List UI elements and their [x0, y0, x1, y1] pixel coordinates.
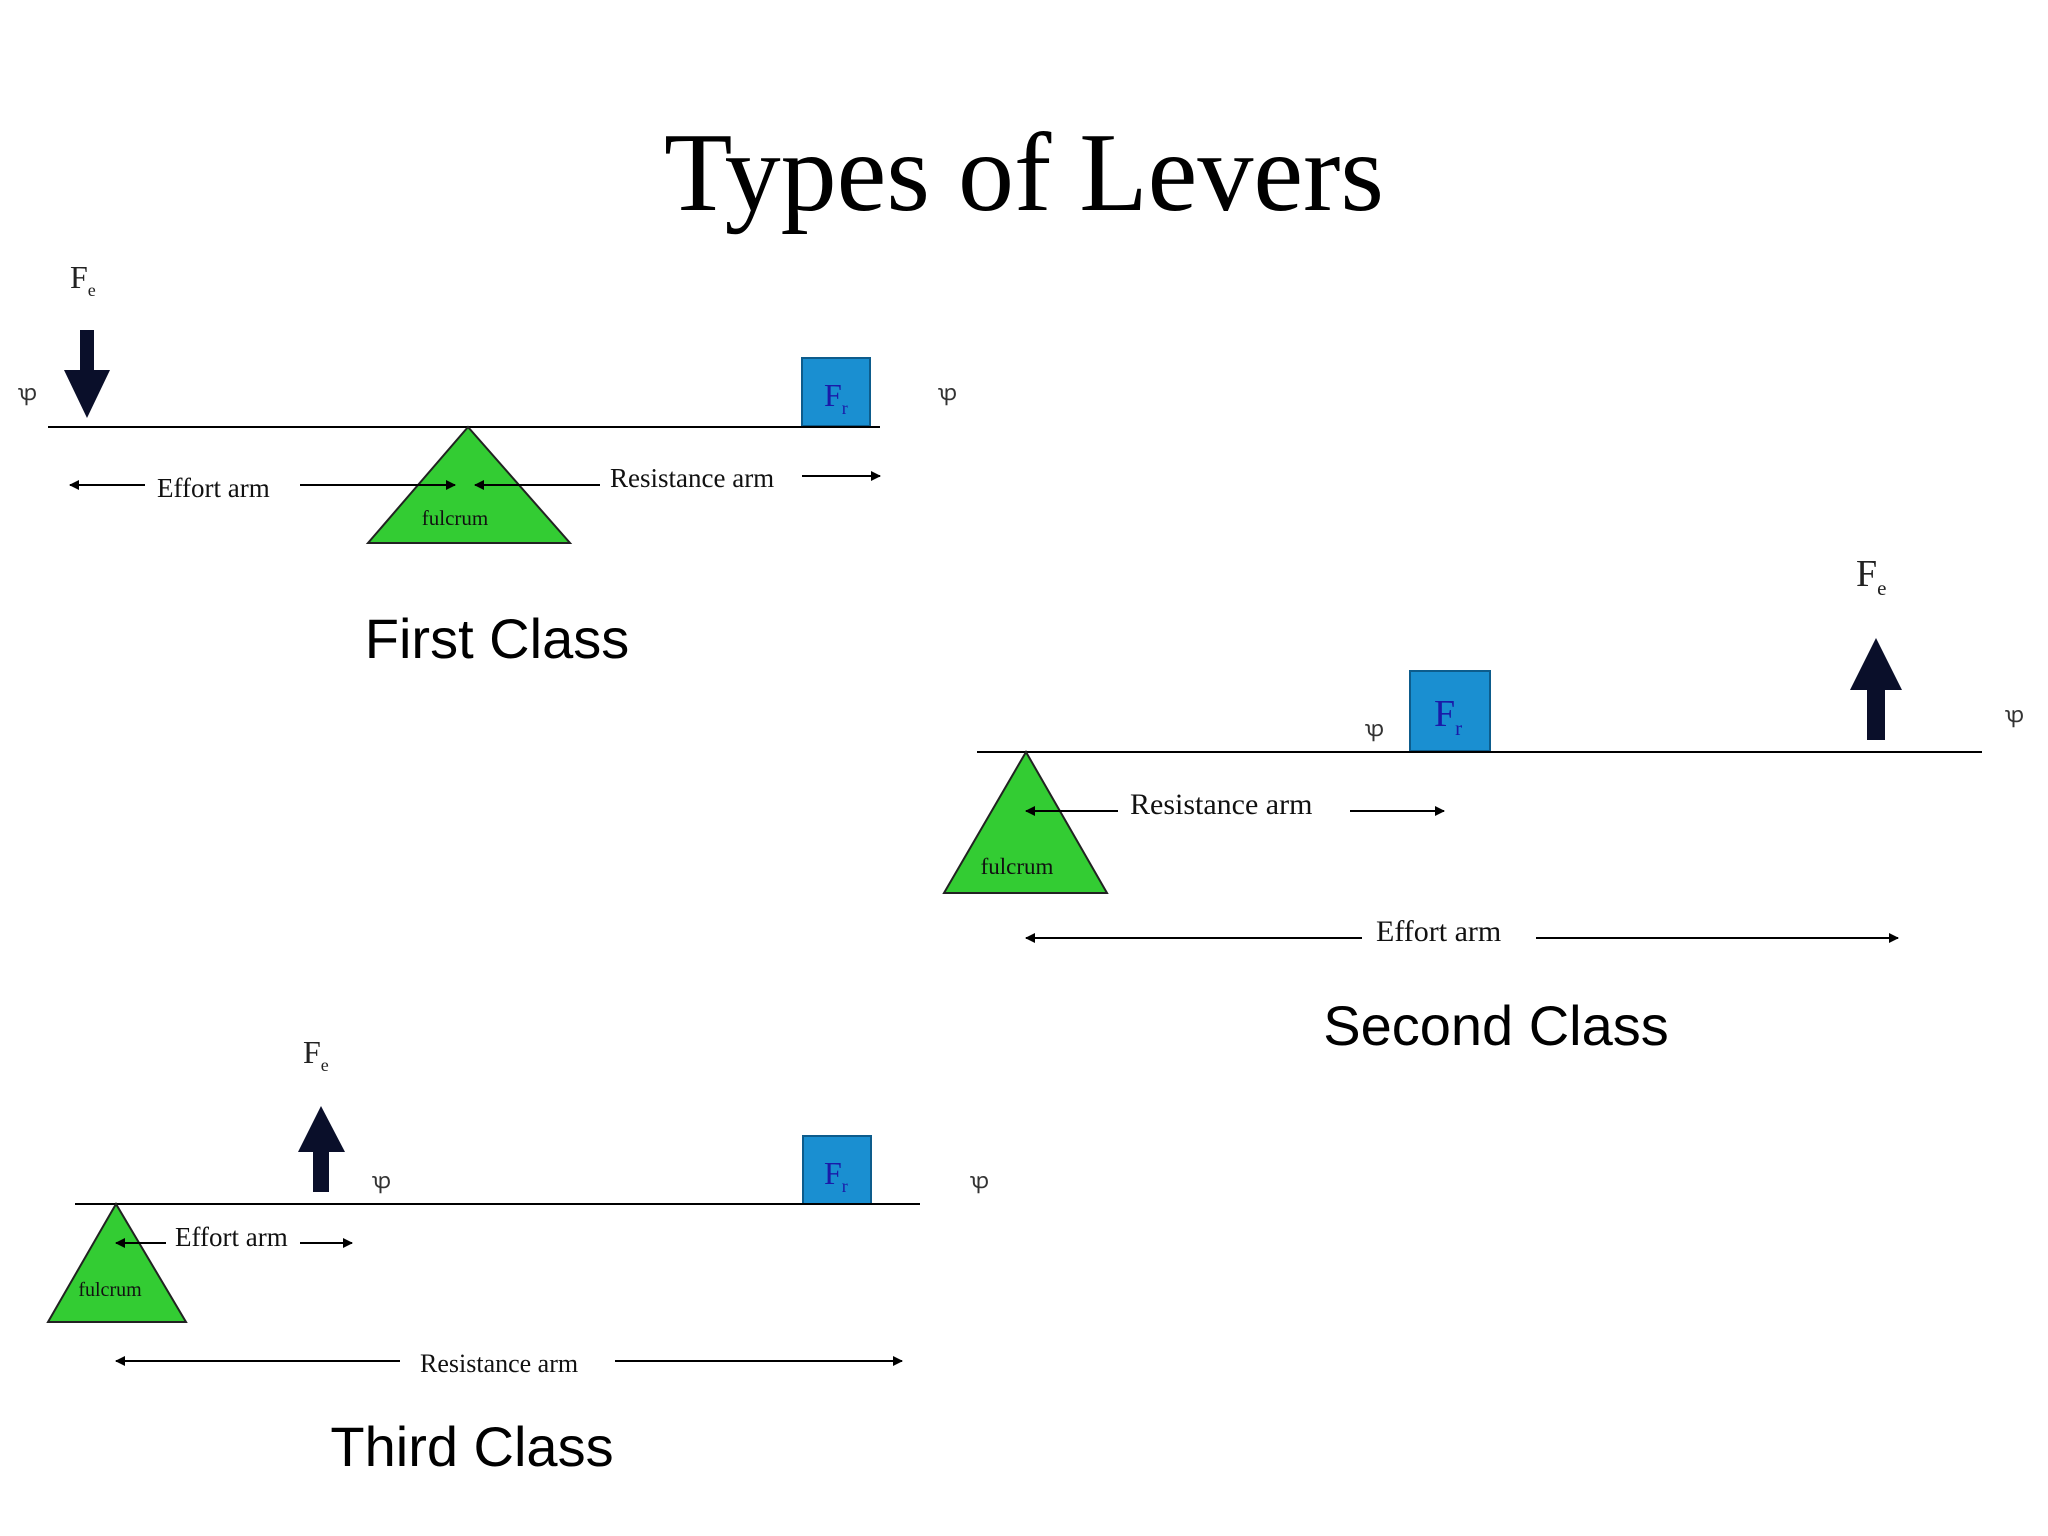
svg-text:Fr: Fr: [824, 377, 848, 418]
resistance-arm-label: Resistance arm: [1130, 788, 1312, 821]
load-box: Fr: [1409, 670, 1491, 752]
small-glyph: ꝕ: [2005, 702, 2024, 728]
svg-text:fulcrum: fulcrum: [981, 854, 1054, 879]
small-glyph: ꝕ: [18, 380, 37, 406]
small-glyph: ꝕ: [1365, 716, 1384, 742]
effort-arm-label: Effort arm: [157, 473, 270, 503]
effort-arrow-up: [1850, 638, 1902, 740]
third-class-lever: Fe ꝕ ꝕ Fr fulcrum Effort arm Resistance …: [46, 1034, 989, 1478]
first-class-lever: Fe ꝕ Fr ꝕ fulcrum Effort arm Resistance …: [18, 259, 957, 670]
effort-arm-label: Effort arm: [1376, 915, 1501, 948]
load-box: Fr: [802, 1135, 872, 1205]
effort-arm-label: Effort arm: [175, 1222, 288, 1252]
small-glyph: ꝕ: [938, 380, 957, 406]
svg-text:Fr: Fr: [824, 1155, 848, 1196]
effort-arrow-up: [298, 1106, 345, 1192]
effort-force-label: Fe: [303, 1034, 329, 1075]
slide-title: Types of Levers: [664, 111, 1384, 235]
fulcrum: fulcrum: [46, 1202, 188, 1323]
resistance-arm-label: Resistance arm: [610, 463, 774, 493]
load-box: Fr: [801, 357, 871, 427]
svg-text:fulcrum: fulcrum: [422, 506, 488, 530]
small-glyph: ꝕ: [372, 1168, 391, 1194]
resistance-arm-label: Resistance arm: [420, 1349, 578, 1378]
effort-arrow-down: [64, 330, 110, 418]
fulcrum: fulcrum: [942, 750, 1109, 894]
first-class-caption: First Class: [365, 607, 629, 670]
small-glyph: ꝕ: [970, 1168, 989, 1194]
second-class-caption: Second Class: [1323, 994, 1669, 1057]
svg-text:fulcrum: fulcrum: [78, 1279, 142, 1301]
second-class-lever: Fe ꝕ ꝕ Fr fulcrum Resistance arm Effort …: [942, 553, 2024, 1057]
effort-force-label: Fe: [70, 259, 96, 300]
effort-force-label: Fe: [1856, 553, 1886, 600]
third-class-caption: Third Class: [330, 1415, 613, 1478]
svg-text:Fr: Fr: [1434, 693, 1462, 740]
